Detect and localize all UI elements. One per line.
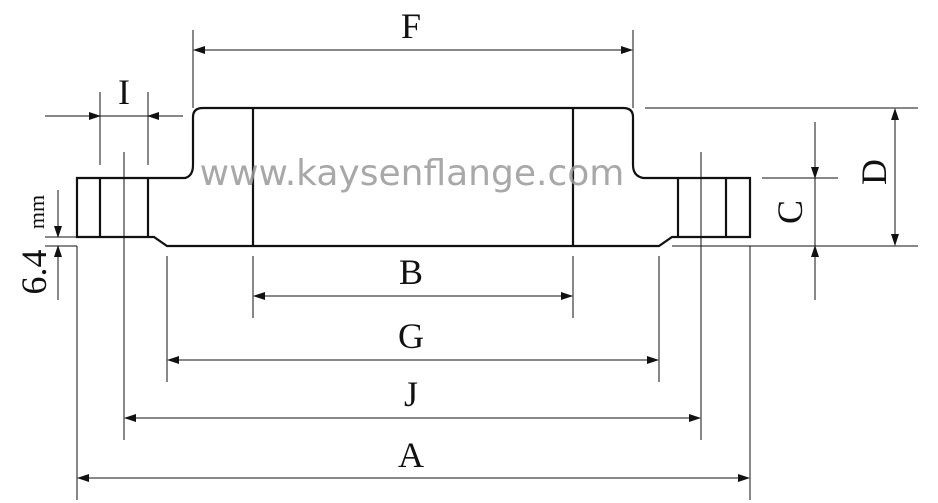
watermark-text: www.kaysenflange.com <box>200 153 625 194</box>
label-raised-face-value: 6.4 <box>14 250 54 295</box>
label-F: F <box>401 6 421 46</box>
flange-outline <box>75 106 752 248</box>
label-C: C <box>770 200 810 224</box>
label-I: I <box>118 72 130 112</box>
label-raised-face-unit: mm <box>24 195 49 229</box>
label-D: D <box>854 159 894 185</box>
label-A: A <box>398 435 424 475</box>
label-G: G <box>398 316 424 356</box>
label-B: B <box>399 252 423 292</box>
label-J: J <box>404 374 418 414</box>
